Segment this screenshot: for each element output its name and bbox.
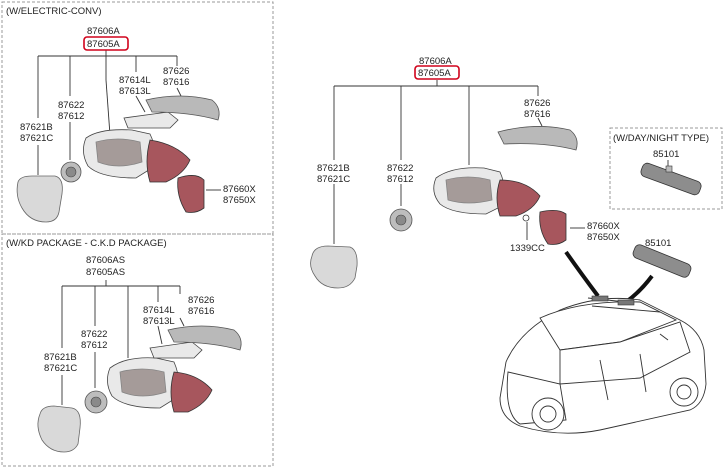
main-label-87606a: 87606A <box>419 56 452 67</box>
electric-mirror-housing <box>83 129 191 183</box>
day-night-mirror-mount <box>665 165 673 173</box>
electric-mirror-glass <box>16 175 63 223</box>
main-label-87621c: 87621C <box>317 174 350 185</box>
main-label-1339cc: 1339CC <box>510 243 545 254</box>
kd-label-87605as: 87605AS <box>86 267 125 278</box>
leader-swoosh-right <box>624 274 654 304</box>
electric-label-87606a: 87606A <box>87 26 120 37</box>
electric-label-87621c: 87621C <box>20 133 53 144</box>
electric-label-87660x: 87660X <box>223 184 256 195</box>
electric-label-87612: 87612 <box>58 111 84 122</box>
electric-label-87621b: 87621B <box>20 122 53 133</box>
kd-side-lamp <box>149 341 203 359</box>
main-label-87605a: 87605A <box>418 68 451 79</box>
day-night-label-85101: 85101 <box>653 149 679 160</box>
main-label-87650x: 87650X <box>587 232 620 243</box>
main-label-87626: 87626 <box>524 98 550 109</box>
main-label-87612: 87612 <box>387 174 413 185</box>
main-label-87622: 87622 <box>387 163 413 174</box>
electric-cover <box>177 175 205 213</box>
electric-label-87626: 87626 <box>163 66 189 77</box>
electric-scalp-cap <box>145 95 220 121</box>
main-label-87616: 87616 <box>524 109 550 120</box>
electric-conv-title: (W/ELECTRIC-CONV) <box>6 6 102 17</box>
main-highlight-box <box>414 65 460 80</box>
kd-mirror-glass <box>37 405 81 453</box>
main-scalp-cap <box>497 126 578 151</box>
electric-label-87616: 87616 <box>163 77 189 88</box>
kd-label-87612: 87612 <box>81 340 107 351</box>
main-mirror-glass <box>310 245 358 289</box>
kd-package-frame <box>1 233 274 467</box>
day-night-section: (W/DAY/NIGHT TYPE) 85101 <box>609 127 723 210</box>
electric-label-87650x: 87650X <box>223 195 256 206</box>
electric-actuator <box>60 161 82 183</box>
electric-label-87614l: 87614L <box>119 75 151 86</box>
day-night-inside-mirror <box>640 162 702 196</box>
electric-conv-frame <box>1 1 274 235</box>
main-mirror-housing <box>433 167 541 217</box>
kd-mirror-housing <box>107 357 213 413</box>
electric-label-87613l: 87613L <box>119 86 151 97</box>
day-night-title: (W/DAY/NIGHT TYPE) <box>613 133 709 144</box>
leader-swoosh-left <box>564 250 600 298</box>
kd-package-title: (W/KD PACKAGE - C.K.D PACKAGE) <box>6 238 167 249</box>
main-section: 87606A 87605A 87621B 87621C 87622 87612 … <box>310 56 707 434</box>
electric-label-87605a: 87605A <box>87 39 120 50</box>
electric-side-lamp <box>123 111 179 129</box>
kd-package-section: (W/KD PACKAGE - C.K.D PACKAGE) 87606AS 8… <box>1 233 274 467</box>
main-screw <box>522 214 530 222</box>
kd-label-87616: 87616 <box>188 306 214 317</box>
main-actuator <box>389 208 413 232</box>
kd-label-87622: 87622 <box>81 329 107 340</box>
kd-label-87613l: 87613L <box>143 316 175 327</box>
day-night-frame <box>609 127 723 210</box>
main-label-85101: 85101 <box>645 238 671 249</box>
kd-scalp-cap <box>167 325 242 351</box>
electric-highlight-box <box>83 36 129 51</box>
kd-label-87621b: 87621B <box>44 352 77 363</box>
main-label-87660x: 87660X <box>587 221 620 232</box>
main-cover <box>539 210 567 245</box>
kd-label-87614l: 87614L <box>143 305 175 316</box>
main-label-87621b: 87621B <box>317 163 350 174</box>
car-illustration <box>499 295 707 434</box>
kd-label-87606as: 87606AS <box>86 255 125 266</box>
kd-label-87626: 87626 <box>188 295 214 306</box>
main-inside-mirror <box>632 244 692 278</box>
kd-label-87621c: 87621C <box>44 363 77 374</box>
electric-label-87622: 87622 <box>58 100 84 111</box>
electric-conv-section: (W/ELECTRIC-CONV) 87606A 87605A 87621B 8… <box>1 1 274 235</box>
kd-actuator <box>84 390 108 414</box>
